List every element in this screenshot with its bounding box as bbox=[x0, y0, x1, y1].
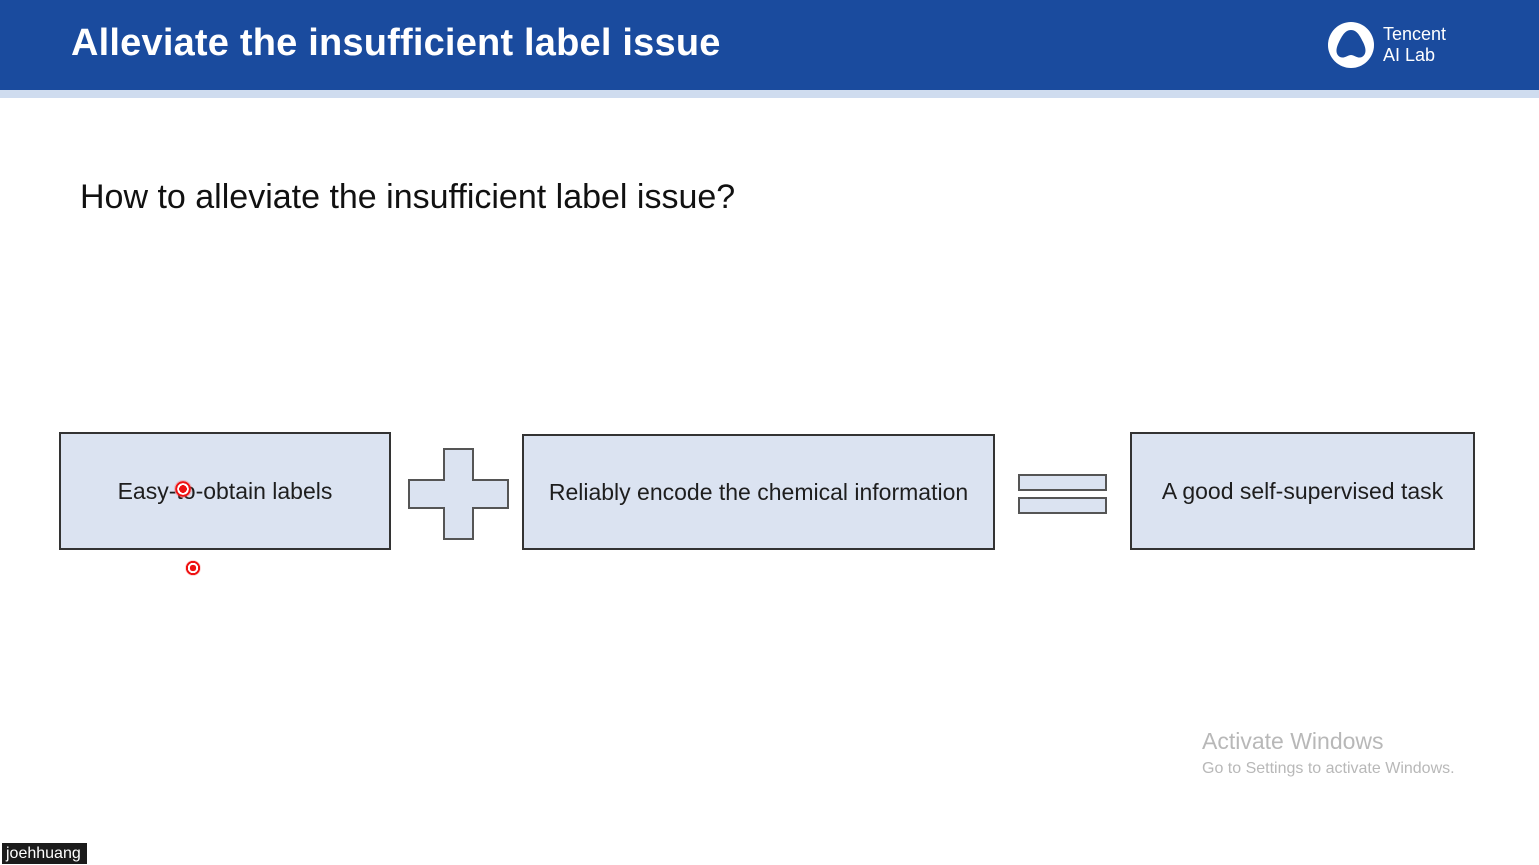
activate-windows-watermark: Activate Windows Go to Settings to activ… bbox=[1202, 728, 1455, 780]
participant-name-tag: joehhuang bbox=[2, 843, 87, 864]
equals-icon bbox=[1018, 474, 1107, 514]
easy-labels-text: Easy-to-obtain labels bbox=[117, 477, 333, 504]
slide-header: Alleviate the insufficient label issue T… bbox=[0, 0, 1539, 90]
easy-labels-box: Easy-to-obtain labels bbox=[59, 432, 391, 550]
logo-text: Tencent AI Lab bbox=[1383, 24, 1446, 66]
header-divider bbox=[0, 90, 1539, 98]
watermark-title: Activate Windows bbox=[1202, 728, 1384, 754]
slide-question: How to alleviate the insufficient label … bbox=[80, 178, 736, 216]
logo-line1: Tencent bbox=[1383, 24, 1447, 44]
plus-icon bbox=[408, 448, 509, 540]
chemical-info-box: Reliably encode the chemical information bbox=[522, 434, 995, 550]
self-supervised-task-box: A good self-supervised task bbox=[1130, 432, 1475, 550]
laser-pointer-dot bbox=[174, 480, 192, 498]
chemical-info-text: Reliably encode the chemical information bbox=[548, 478, 969, 505]
tencent-ai-lab-logo: Tencent AI Lab bbox=[1328, 20, 1468, 72]
tencent-logo-icon bbox=[1328, 22, 1374, 68]
logo-line2: AI Lab bbox=[1383, 45, 1436, 65]
self-supervised-task-text: A good self-supervised task bbox=[1161, 477, 1444, 504]
watermark-subtitle: Go to Settings to activate Windows. bbox=[1202, 760, 1455, 777]
laser-pointer-trail-dot bbox=[185, 560, 201, 576]
slide-title: Alleviate the insufficient label issue bbox=[71, 22, 721, 64]
